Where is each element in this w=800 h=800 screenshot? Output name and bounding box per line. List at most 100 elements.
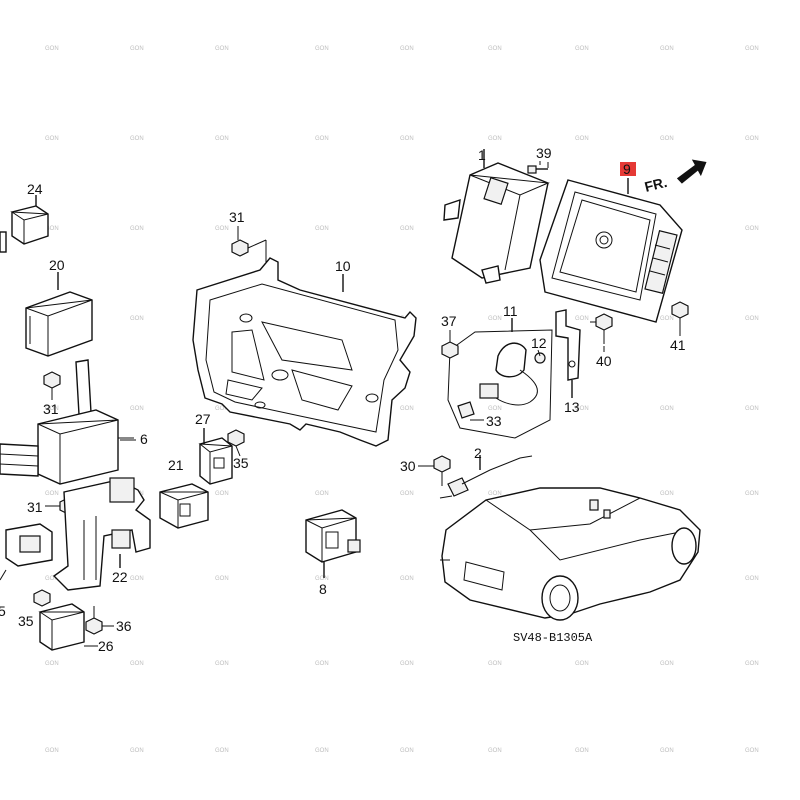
- watermark-text: GON: [400, 661, 414, 667]
- watermark-text: GON: [130, 46, 144, 52]
- part-13-bracket: [555, 309, 581, 398]
- bolt-35-center: [227, 429, 245, 457]
- watermark-text: GON: [315, 748, 329, 754]
- watermark-text: GON: [488, 491, 502, 497]
- label-part-21: 21: [168, 457, 184, 473]
- label-part-31-lower: 31: [27, 499, 43, 515]
- watermark-text: GON: [215, 748, 229, 754]
- label-part-2: 2: [474, 445, 482, 461]
- label-part-1: 1: [478, 147, 486, 163]
- watermark-text: GON: [745, 316, 759, 322]
- watermark-layer: GON GON GON GON GON GON GON GON GON GON GON GON GON G…: [45, 46, 759, 754]
- watermark-text: GON: [575, 136, 589, 142]
- label-part-36: 36: [116, 618, 132, 634]
- part-9-ecu: [539, 178, 683, 323]
- watermark-text: GON: [130, 136, 144, 142]
- part-24-relay: [0, 195, 49, 253]
- watermark-text: GON: [215, 576, 229, 582]
- watermark-text: GON: [745, 406, 759, 412]
- label-part-13: 13: [564, 399, 580, 415]
- bolt-35-left: [33, 589, 51, 607]
- label-part-33: 33: [486, 413, 502, 429]
- label-part-30: 30: [400, 458, 416, 474]
- watermark-text: GON: [660, 316, 674, 322]
- watermark-text: GON: [45, 406, 59, 412]
- watermark-text: GON: [400, 576, 414, 582]
- label-part-41: 41: [670, 337, 686, 353]
- watermark-text: GON: [45, 661, 59, 667]
- bolt-39: [527, 161, 548, 174]
- label-part-31-left: 31: [43, 401, 59, 417]
- watermark-text: GON: [575, 661, 589, 667]
- watermark-text: GON: [575, 748, 589, 754]
- watermark-text: GON: [315, 136, 329, 142]
- label-part-10: 10: [335, 258, 351, 274]
- watermark-text: GON: [660, 661, 674, 667]
- watermark-text: GON: [488, 661, 502, 667]
- watermark-text: GON: [488, 46, 502, 52]
- watermark-text: GON: [45, 226, 59, 232]
- watermark-text: GON: [488, 136, 502, 142]
- watermark-text: GON: [745, 748, 759, 754]
- watermark-text: GON: [130, 661, 144, 667]
- front-direction-arrow: [676, 159, 707, 184]
- watermark-text: GON: [660, 46, 674, 52]
- bolt-41: [671, 301, 689, 330]
- watermark-text: GON: [215, 46, 229, 52]
- watermark-text: GON: [660, 491, 674, 497]
- watermark-text: GON: [45, 748, 59, 754]
- part-number-labels: 1 2 5 6 8 9 10 11 12 13 20 21 22 24 26 2…: [0, 145, 686, 654]
- watermark-text: GON: [215, 491, 229, 497]
- label-part-40: 40: [596, 353, 612, 369]
- watermark-text: GON: [745, 136, 759, 142]
- bolt-40: [590, 313, 613, 344]
- watermark-text: GON: [130, 316, 144, 322]
- part-26-relay: [38, 603, 98, 651]
- label-part-31-top: 31: [229, 209, 245, 225]
- part-20-module: [25, 272, 93, 357]
- label-part-39: 39: [536, 145, 552, 161]
- bolt-31-top: [231, 226, 267, 262]
- watermark-text: GON: [130, 748, 144, 754]
- watermark-text: GON: [660, 406, 674, 412]
- watermark-text: GON: [488, 316, 502, 322]
- part-6-module: [0, 409, 134, 485]
- label-part-9: 9: [623, 161, 631, 177]
- watermark-text: GON: [575, 46, 589, 52]
- label-part-5: 5: [0, 603, 6, 619]
- label-part-37: 37: [441, 313, 457, 329]
- watermark-text: GON: [400, 406, 414, 412]
- part-22-bracket: [52, 477, 151, 591]
- watermark-text: GON: [45, 576, 59, 582]
- label-part-27: 27: [195, 411, 211, 427]
- watermark-text: GON: [130, 576, 144, 582]
- watermark-text: GON: [45, 491, 59, 497]
- watermark-text: GON: [488, 406, 502, 412]
- part-27-relay: [198, 428, 233, 485]
- bolt-37: [441, 330, 459, 359]
- watermark-text: GON: [745, 226, 759, 232]
- label-part-35-left: 35: [18, 613, 34, 629]
- watermark-text: GON: [660, 136, 674, 142]
- label-part-26: 26: [98, 638, 114, 654]
- watermark-text: GON: [215, 406, 229, 412]
- part-9-highlight: [620, 162, 636, 176]
- label-part-20: 20: [49, 257, 65, 273]
- watermark-text: GON: [575, 406, 589, 412]
- front-direction-label: FR.: [643, 174, 669, 195]
- part-10-bracket: [192, 257, 417, 447]
- watermark-text: GON: [745, 491, 759, 497]
- part-2-sensor-cable: [433, 455, 533, 499]
- diagram-code: SV48-B1305A: [513, 631, 593, 645]
- vehicle-outline: [440, 487, 701, 621]
- label-part-24: 24: [27, 181, 43, 197]
- leader-lines: [45, 162, 681, 507]
- watermark-text: GON: [45, 46, 59, 52]
- part-8-relay: [305, 509, 361, 578]
- watermark-text: GON: [488, 748, 502, 754]
- watermark-text: GON: [400, 491, 414, 497]
- watermark-text: GON: [215, 661, 229, 667]
- watermark-text: GON: [660, 748, 674, 754]
- watermark-text: GON: [130, 226, 144, 232]
